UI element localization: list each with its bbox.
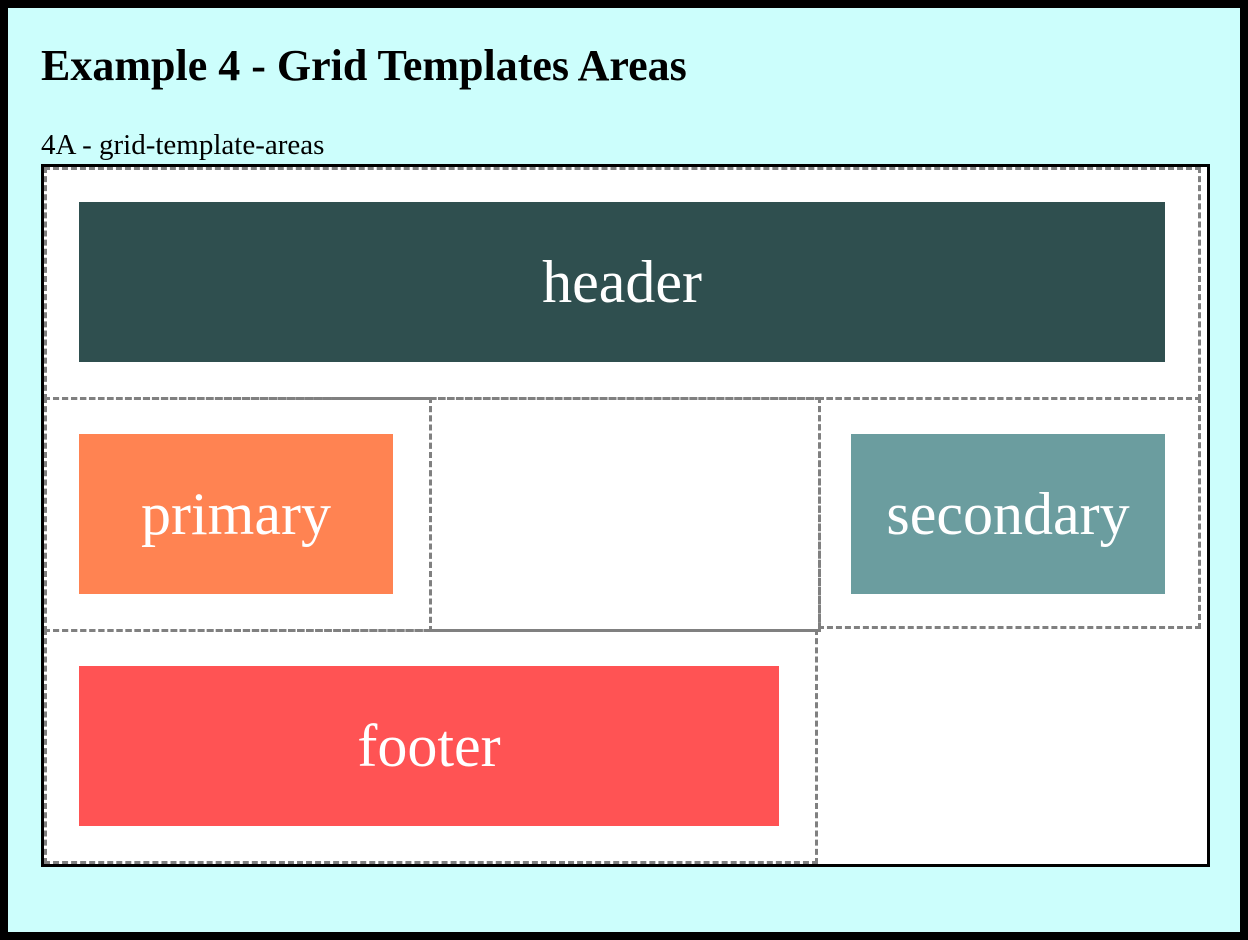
header-area: header: [79, 202, 1165, 362]
secondary-area: secondary: [851, 434, 1165, 594]
header-area-label: header: [542, 249, 702, 315]
page-title: Example 4 - Grid Templates Areas: [41, 41, 687, 90]
footer-cell: [44, 629, 818, 864]
grid-container: header primary secondary footer: [41, 164, 1210, 867]
empty-cell: [429, 397, 821, 632]
example-label: 4A - grid-template-areas: [41, 129, 325, 161]
primary-area-label: primary: [141, 481, 331, 547]
secondary-cell: [818, 397, 1201, 629]
secondary-area-label: secondary: [886, 481, 1130, 547]
footer-area: footer: [79, 666, 779, 826]
primary-area: primary: [79, 434, 393, 594]
footer-area-label: footer: [357, 713, 501, 779]
